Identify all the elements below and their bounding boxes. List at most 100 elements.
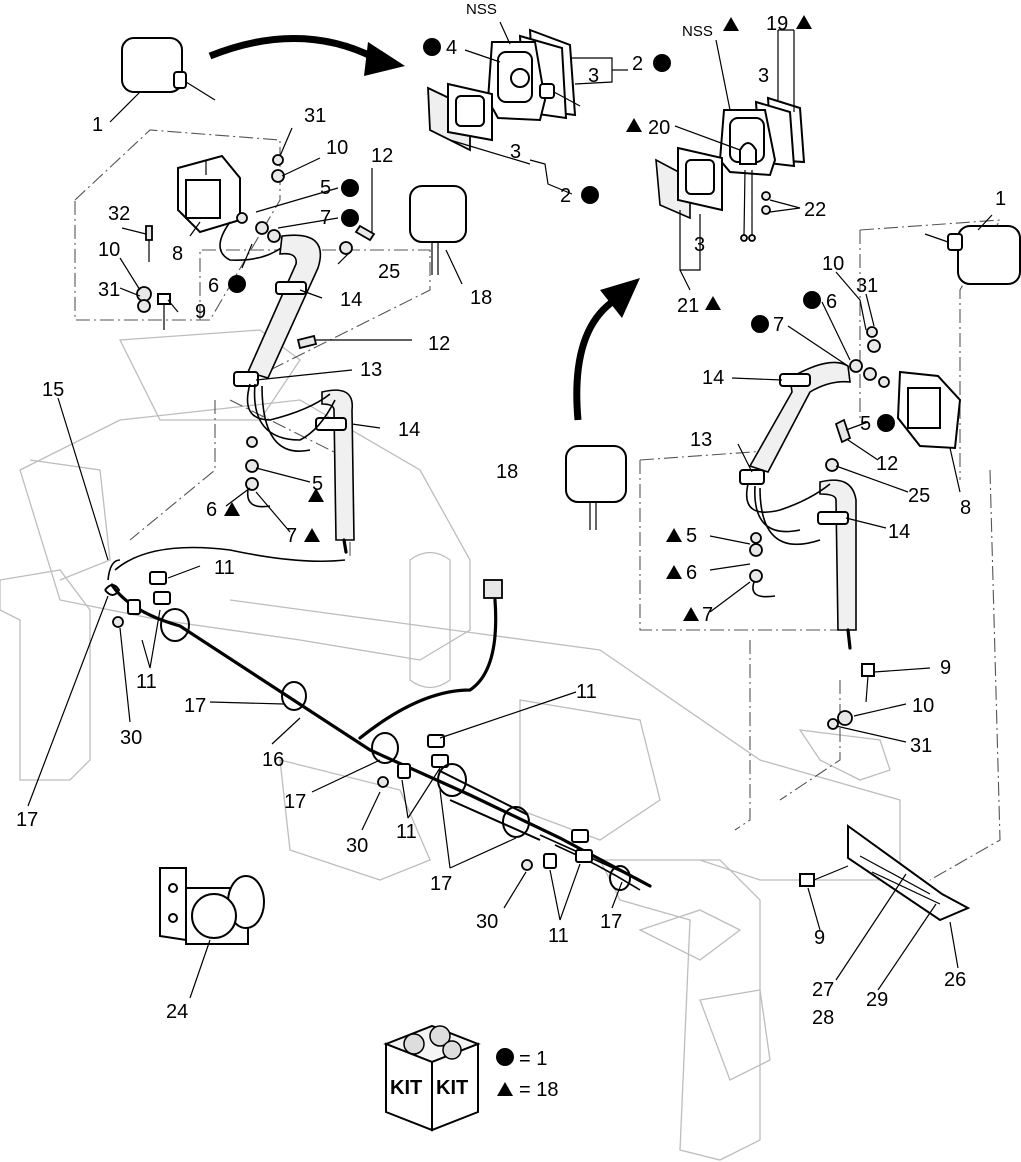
part-label: 31 bbox=[910, 735, 932, 757]
kit-triangle-marker bbox=[796, 15, 812, 29]
part-label: 9 bbox=[940, 657, 951, 679]
part-label: 6 bbox=[208, 275, 219, 297]
part-label: 31 bbox=[304, 105, 326, 127]
kit-triangle-marker bbox=[224, 502, 240, 516]
kit-circle-marker bbox=[341, 209, 359, 227]
part-label: 3 bbox=[510, 141, 521, 163]
part-label: 32 bbox=[108, 203, 130, 225]
part-label: 9 bbox=[814, 927, 825, 949]
part-label: 25 bbox=[378, 261, 400, 283]
part-label: 29 bbox=[866, 989, 888, 1011]
part-label: 3 bbox=[758, 65, 769, 87]
part-label: 15 bbox=[42, 379, 64, 401]
part-label: 5 bbox=[312, 473, 323, 495]
kit-triangle-marker bbox=[304, 528, 320, 542]
kit-triangle-marker bbox=[666, 565, 682, 579]
part-label: 17 bbox=[16, 809, 38, 831]
part-label: 3 bbox=[694, 234, 705, 256]
part-label: 31 bbox=[98, 279, 120, 301]
bracket-24 bbox=[159, 867, 265, 945]
part-label: 12 bbox=[371, 145, 393, 167]
work-lamp-left bbox=[121, 37, 216, 101]
part-label: 10 bbox=[822, 253, 844, 275]
lamp-exploded-top-center bbox=[427, 28, 581, 152]
part-label: 11 bbox=[214, 557, 235, 579]
part-label: 11 bbox=[136, 671, 157, 693]
part-label: NSS bbox=[682, 23, 713, 40]
kit-triangle-marker bbox=[705, 296, 721, 310]
part-label: 17 bbox=[600, 911, 622, 933]
ring-clamps bbox=[104, 584, 631, 891]
nuts-30 bbox=[112, 616, 533, 871]
part-label: 12 bbox=[428, 333, 450, 355]
part-label: 12 bbox=[876, 453, 898, 475]
part-label: 20 bbox=[648, 117, 670, 139]
legend-triangle-icon bbox=[497, 1082, 513, 1096]
part-label: 17 bbox=[284, 791, 306, 813]
part-label: 8 bbox=[172, 243, 183, 265]
legend-circle-icon bbox=[496, 1048, 514, 1066]
kit-circle-marker bbox=[581, 186, 599, 204]
legend-triangle-value: = 18 bbox=[519, 1079, 558, 1101]
part-label: 17 bbox=[430, 873, 452, 895]
part-label: 2 bbox=[632, 53, 643, 75]
leader-lines bbox=[27, 21, 993, 999]
part-label: 3 bbox=[588, 65, 599, 87]
part-label: 6 bbox=[206, 499, 217, 521]
work-lamp-right bbox=[924, 225, 1021, 285]
part-label: 7 bbox=[702, 604, 713, 626]
lamp-exploded-top-right bbox=[655, 96, 806, 242]
wiring-harness bbox=[107, 546, 652, 891]
part-label: 11 bbox=[396, 821, 417, 843]
part-label: 11 bbox=[576, 681, 597, 703]
part-label: 7 bbox=[773, 314, 784, 336]
kit-triangle-marker bbox=[683, 607, 699, 621]
part-label: 17 bbox=[184, 695, 206, 717]
kit-triangle-marker bbox=[308, 488, 324, 502]
part-label: 10 bbox=[326, 137, 348, 159]
part-label: 28 bbox=[812, 1007, 834, 1029]
left-bracket-assembly bbox=[136, 154, 291, 330]
kit-label: KIT bbox=[390, 1077, 422, 1099]
lamp-18-left bbox=[409, 185, 467, 275]
part-label: 24 bbox=[166, 1001, 188, 1023]
left-hose-assembly bbox=[233, 224, 376, 554]
part-labels: 1 NSS 4 3 2 3 2 NSS 19 3 20 22 3 21 1 31… bbox=[16, 1, 1006, 1029]
part-label: 19 bbox=[766, 13, 788, 35]
part-label: NSS bbox=[466, 1, 497, 18]
kit-circle-marker bbox=[228, 275, 246, 293]
mounting-plate bbox=[847, 824, 971, 922]
harness-clips bbox=[127, 571, 593, 869]
kit-triangle-marker bbox=[626, 118, 642, 132]
part-label: 27 bbox=[812, 979, 834, 1001]
lamp-18-right bbox=[565, 445, 627, 530]
kit-label: KIT bbox=[436, 1077, 468, 1099]
curved-arrows bbox=[208, 35, 640, 421]
part-label: 25 bbox=[908, 485, 930, 507]
part-label: 26 bbox=[944, 969, 966, 991]
part-label: 18 bbox=[496, 461, 518, 483]
part-label: 21 bbox=[677, 295, 699, 317]
part-label: 10 bbox=[912, 695, 934, 717]
part-label: 14 bbox=[398, 419, 420, 441]
part-label: 6 bbox=[826, 291, 837, 313]
part-label: 2 bbox=[560, 185, 571, 207]
kit-triangle-marker bbox=[666, 528, 682, 542]
part-label: 5 bbox=[320, 177, 331, 199]
part-label: 9 bbox=[195, 301, 206, 323]
kit-circle-marker bbox=[423, 38, 441, 56]
part-label: 14 bbox=[888, 521, 910, 543]
right-bracket-assembly bbox=[896, 370, 962, 450]
part-label: 5 bbox=[860, 413, 871, 435]
harness-connector bbox=[483, 579, 503, 599]
part-label: 13 bbox=[360, 359, 382, 381]
lower-right-hardware bbox=[799, 663, 875, 887]
kit-circle-marker bbox=[803, 291, 821, 309]
part-label: 13 bbox=[690, 429, 712, 451]
part-label: 7 bbox=[320, 207, 331, 229]
kit-circle-marker bbox=[751, 315, 769, 333]
part-label: 16 bbox=[262, 749, 284, 771]
part-label: 30 bbox=[120, 727, 142, 749]
